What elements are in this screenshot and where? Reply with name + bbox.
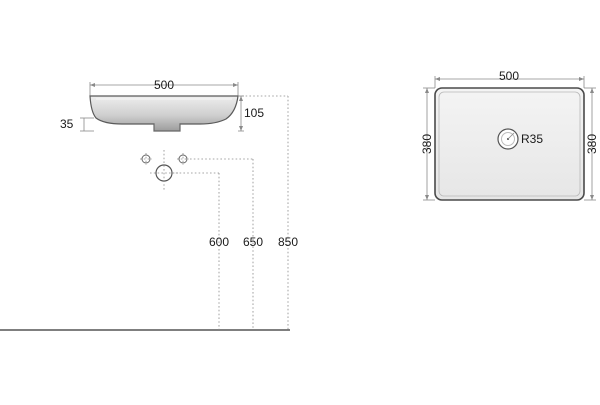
drain-symbols bbox=[140, 150, 189, 190]
height-850-label: 850 bbox=[278, 235, 298, 249]
height-600-label: 600 bbox=[209, 235, 229, 249]
front-height-label: 105 bbox=[244, 106, 264, 120]
basin-inner-edge bbox=[438, 91, 581, 197]
basin-front-silhouette bbox=[89, 95, 239, 132]
front-view: 500 105 35 bbox=[0, 78, 298, 331]
height-extension-lines bbox=[172, 95, 289, 330]
top-depth-label-left: 380 bbox=[420, 134, 434, 154]
drain-radius-label: R35 bbox=[521, 132, 543, 146]
height-650-label: 650 bbox=[243, 235, 263, 249]
top-width-dimension bbox=[434, 76, 585, 88]
top-depth-label-right: 380 bbox=[585, 134, 599, 154]
front-width-label: 500 bbox=[154, 78, 174, 92]
front-rim-label: 35 bbox=[60, 117, 74, 131]
top-depth-dimension-right bbox=[584, 87, 596, 201]
drain-top bbox=[497, 128, 519, 150]
front-width-dimension bbox=[89, 82, 239, 96]
top-width-label: 500 bbox=[499, 69, 519, 83]
front-rim-dimension bbox=[80, 117, 94, 132]
top-depth-dimension-left bbox=[423, 87, 435, 201]
top-view: 500 380 380 R35 bbox=[420, 69, 599, 201]
